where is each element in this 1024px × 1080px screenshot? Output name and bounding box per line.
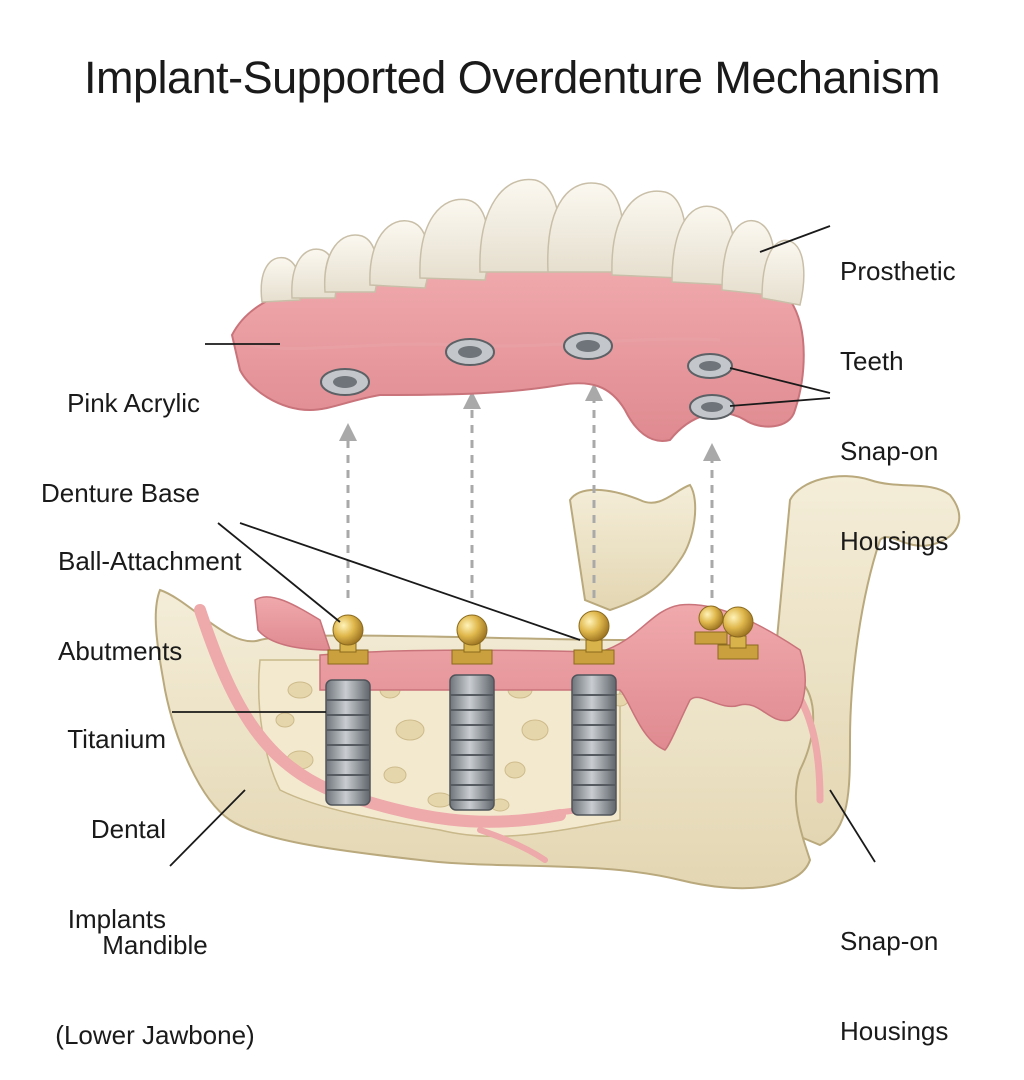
implant-1 bbox=[326, 680, 370, 805]
label-line: Housings bbox=[840, 1016, 948, 1046]
label-line: Prosthetic bbox=[840, 256, 956, 286]
label-line: Snap-on bbox=[840, 436, 948, 466]
page-title: Implant-Supported Overdenture Mechanism bbox=[0, 52, 1024, 104]
housing-5 bbox=[690, 395, 734, 419]
label-line: Pink Acrylic bbox=[40, 388, 200, 418]
housing-2 bbox=[446, 339, 494, 365]
denture bbox=[232, 179, 804, 441]
label-prosthetic-teeth: Prosthetic Teeth bbox=[840, 196, 956, 406]
diagram: Implant-Supported Overdenture Mechanism … bbox=[0, 0, 1024, 1024]
implant-2 bbox=[450, 675, 494, 810]
label-snap-on-housings-top: Snap-on Housings bbox=[840, 376, 948, 586]
housing-4 bbox=[688, 354, 732, 378]
abutment-3 bbox=[574, 611, 614, 664]
label-line: Teeth bbox=[840, 346, 956, 376]
housing-3 bbox=[564, 333, 612, 359]
label-line: Abutments bbox=[58, 636, 242, 666]
label-line: Snap-on bbox=[840, 926, 948, 956]
label-line: Mandible bbox=[40, 930, 270, 960]
label-line: Housings bbox=[840, 526, 948, 556]
implant-3 bbox=[572, 675, 616, 815]
label-line: Ball-Attachment bbox=[58, 546, 242, 576]
label-line: Titanium bbox=[40, 724, 166, 754]
housing-1 bbox=[321, 369, 369, 395]
label-line: Dental bbox=[40, 814, 166, 844]
label-mandible: Mandible (Lower Jawbone) bbox=[40, 870, 270, 1080]
label-line: (Lower Jawbone) bbox=[40, 1020, 270, 1050]
implants bbox=[326, 675, 616, 815]
label-snap-on-housings-bottom: Snap-on Housings bbox=[840, 866, 948, 1076]
